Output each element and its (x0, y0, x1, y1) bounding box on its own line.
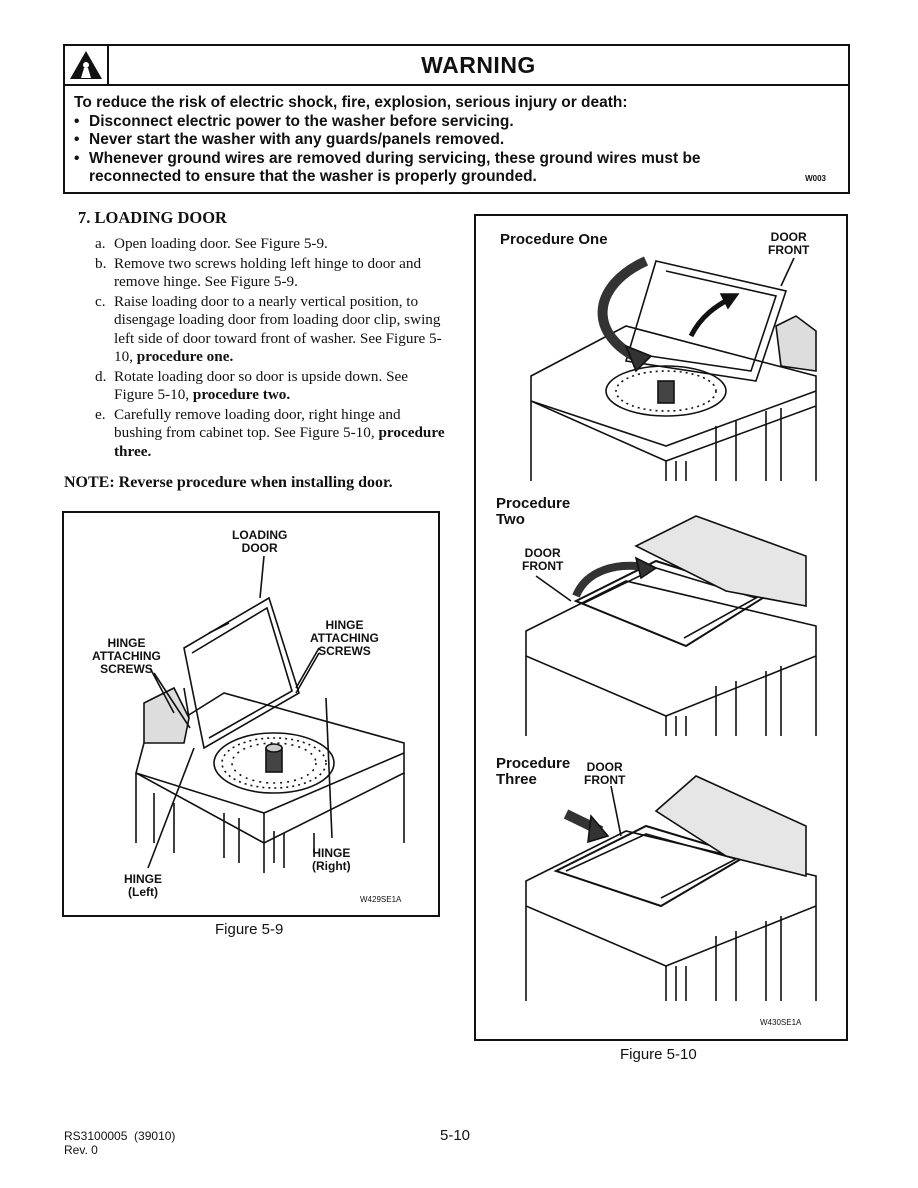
warning-bullet: Never start the washer with any guards/p… (74, 131, 838, 150)
step-letter: d. (95, 367, 107, 385)
warning-title: WARNING (421, 52, 536, 78)
figure-5-10: Procedure One DOOR FRONT Procedure Two D… (474, 214, 848, 1041)
label-hinge-left: HINGE (Left) (124, 872, 163, 899)
step-text: Open loading door. See Figure 5-9. (114, 235, 328, 252)
label-hinge-screws-left: HINGE ATTACHING SCREWS (92, 636, 161, 676)
step-text: Raise loading door to a nearly vertical … (114, 292, 442, 366)
label-door-front-2: DOOR FRONT (522, 546, 564, 573)
footer-doc-info: RS3100005 (39010) Rev. 0 (64, 1129, 175, 1157)
label-door-front-3: DOOR FRONT (584, 760, 626, 787)
footer-doc-number: RS3100005 (39010) (64, 1129, 176, 1143)
warning-header: WARNING (65, 46, 848, 86)
step-letter: b. (95, 254, 107, 272)
figure-5-9-caption: Figure 5-9 (215, 921, 284, 938)
warning-code: W003 (805, 174, 826, 183)
step-letter: a. (95, 235, 106, 252)
section-title: 7. LOADING DOOR (78, 208, 227, 227)
figure-code: W429SE1A (360, 895, 402, 904)
step-letter: e. (95, 405, 106, 423)
procedure-step: d. Rotate loading door so door is upside … (95, 368, 445, 405)
procedure-three-label: Procedure Three (496, 755, 571, 788)
note: NOTE: Reverse procedure when installing … (64, 474, 393, 491)
warning-triangle-icon (65, 46, 109, 84)
warning-bullet: Whenever ground wires are removed during… (74, 150, 769, 187)
door-removal-procedures-illustration (525, 256, 817, 1001)
washer-door-open-illustration (135, 555, 405, 873)
procedure-step: e. Carefully remove loading door, right h… (95, 406, 445, 462)
step-letter: c. (95, 292, 106, 310)
figure-code: W430SE1A (760, 1018, 802, 1027)
label-loading-door: LOADING DOOR (232, 528, 288, 555)
step-text: Remove two screws holding left hinge to … (114, 254, 422, 291)
warning-text: To reduce the risk of electric shock, fi… (74, 94, 838, 187)
footer-revision: Rev. 0 (64, 1143, 98, 1157)
label-hinge-screws-right: HINGE ATTACHING SCREWS (310, 618, 379, 658)
step-text: Rotate loading door so door is upside do… (114, 367, 409, 404)
step-reference: procedure one. (136, 348, 234, 365)
step-reference: procedure three. (114, 424, 445, 460)
procedure-step: c. Raise loading door to a nearly vertica… (95, 293, 445, 367)
label-door-front-1: DOOR FRONT (768, 230, 810, 257)
warning-box: WARNING To reduce the risk of electric s… (63, 44, 850, 194)
step-text: Carefully remove loading door, right hin… (114, 405, 401, 442)
label-hinge-right: HINGE (Right) (312, 846, 351, 873)
procedure-two-label: Procedure Two (496, 495, 571, 528)
warning-bullet: Disconnect electric power to the washer … (74, 113, 838, 132)
procedure-step: b. Remove two screws holding left hinge t… (95, 255, 445, 292)
figure-5-9: LOADING DOOR HINGE ATTACHING SCREWS HING… (62, 511, 440, 917)
procedure-steps: a. Open loading door. See Figure 5-9. b. Re… (95, 235, 445, 462)
warning-intro: To reduce the risk of electric shock, fi… (74, 94, 628, 111)
step-reference: procedure two. (192, 386, 291, 403)
procedure-one-label: Procedure One (500, 231, 608, 248)
page-number: 5-10 (440, 1127, 471, 1144)
figure-5-10-caption: Figure 5-10 (620, 1046, 697, 1063)
procedure-step: a. Open loading door. See Figure 5-9. (95, 235, 445, 254)
